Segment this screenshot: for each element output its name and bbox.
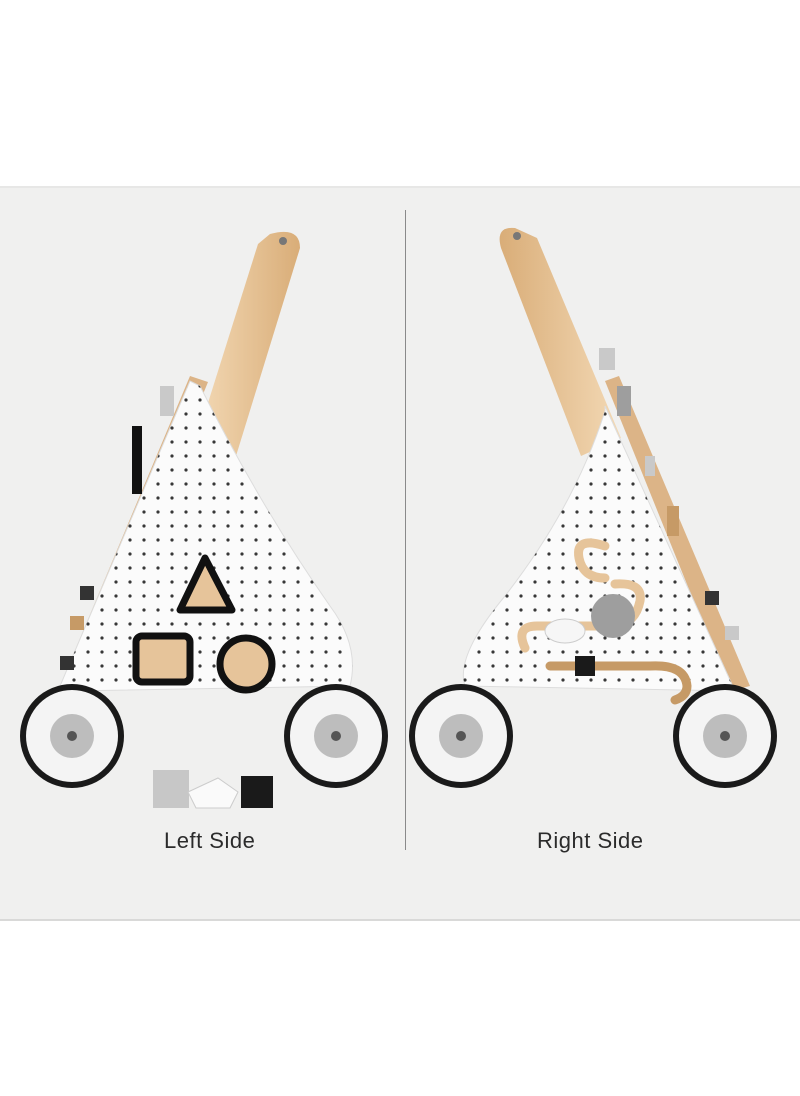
panel-top-edge (0, 186, 800, 188)
center-divider (405, 210, 406, 850)
right-side-walker-image (409, 227, 777, 788)
circle-hole (216, 634, 276, 694)
left-side-caption: Left Side (164, 828, 256, 853)
front-wheel (409, 684, 513, 788)
front-wheel (20, 684, 124, 788)
grey-block (153, 770, 189, 808)
wood-handle (499, 227, 621, 456)
white-block (187, 777, 239, 809)
panel-bottom-edge (0, 919, 800, 921)
square-hole (132, 632, 194, 686)
rear-wheel (284, 684, 388, 788)
triangle-hole (176, 554, 236, 614)
left-side-walker-image (20, 231, 388, 809)
wood-handle (196, 231, 300, 456)
black-block (241, 776, 273, 808)
grey-bead (591, 594, 635, 638)
right-side-caption: Right Side (537, 828, 644, 853)
rear-wheel (673, 684, 777, 788)
